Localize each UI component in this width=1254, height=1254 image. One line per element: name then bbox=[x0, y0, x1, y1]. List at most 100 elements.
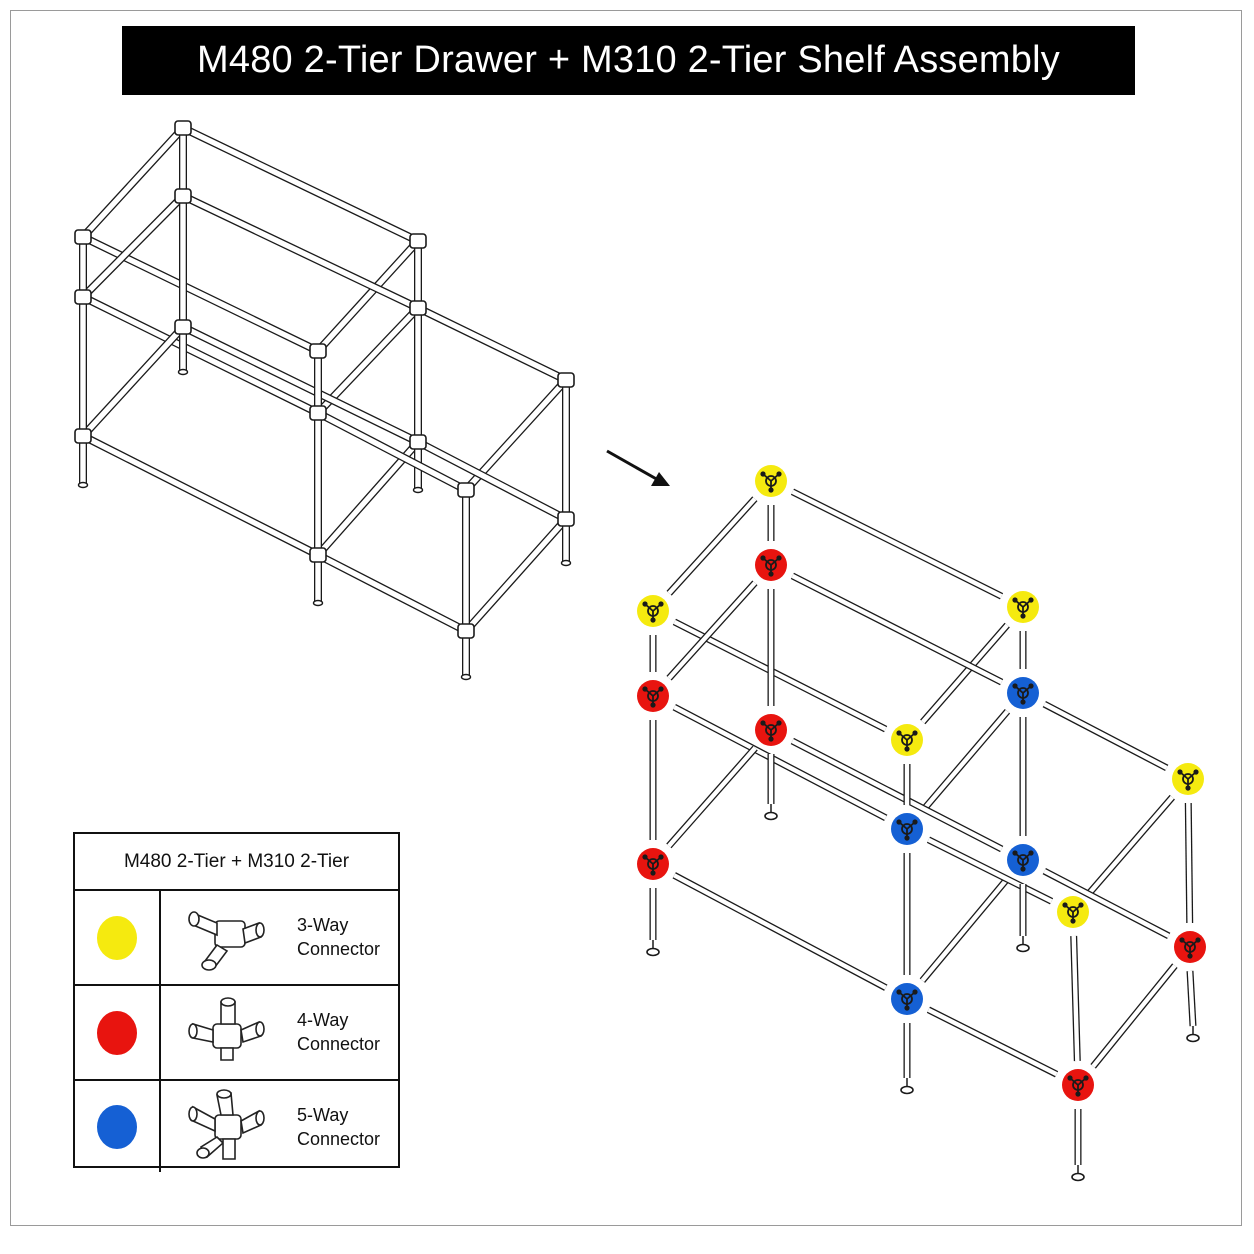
exploded-leg bbox=[1186, 970, 1197, 1027]
frame-foot bbox=[460, 673, 472, 681]
frame-joint bbox=[174, 188, 192, 204]
exploded-tube bbox=[672, 872, 888, 991]
exploded-tube bbox=[790, 488, 1004, 600]
red-connector-marker bbox=[637, 848, 669, 880]
frame-tube bbox=[181, 124, 420, 245]
frame-foot bbox=[560, 559, 572, 567]
frame-joint bbox=[457, 623, 475, 639]
red-swatch bbox=[97, 1010, 137, 1055]
exploded-tube bbox=[666, 745, 758, 849]
frame-joint bbox=[309, 547, 327, 563]
diagram-frame bbox=[10, 10, 1242, 1226]
frame-foot bbox=[312, 599, 324, 607]
frame-tube bbox=[463, 516, 569, 634]
exploded-tube bbox=[920, 622, 1010, 725]
leveling-foot bbox=[646, 947, 660, 957]
frame-tube bbox=[80, 324, 186, 439]
assembled-frame bbox=[74, 120, 575, 681]
leveling-foot bbox=[1016, 943, 1030, 953]
legend-row-5-way: 5-Way Connector bbox=[75, 1081, 398, 1172]
frame-joint bbox=[174, 319, 192, 335]
title-text: M480 2-Tier Drawer + M310 2-Tier Shelf A… bbox=[197, 39, 1060, 81]
blue-connector-marker bbox=[1007, 844, 1039, 876]
frame-tube bbox=[416, 438, 568, 523]
frame-joint bbox=[309, 405, 327, 421]
connector-legend: M480 2-Tier + M310 2-Tier 3-Way Connecto… bbox=[73, 832, 400, 1172]
exploded-tube bbox=[672, 704, 888, 821]
frame-tube bbox=[181, 323, 420, 446]
frame-joint bbox=[74, 229, 92, 245]
frame-tube bbox=[416, 304, 568, 384]
frame-tube bbox=[315, 305, 421, 416]
frame-tube bbox=[315, 238, 421, 354]
exploded-tube bbox=[1086, 794, 1175, 897]
3-way-connector-icon bbox=[188, 911, 265, 971]
exploded-tube bbox=[672, 618, 888, 733]
yellow-connector-marker bbox=[755, 465, 787, 497]
frame-joint bbox=[174, 120, 192, 136]
legend-label-line2: Connector bbox=[297, 939, 381, 959]
frame-tube bbox=[80, 125, 186, 240]
frame-joint bbox=[309, 343, 327, 359]
frame-joint bbox=[409, 233, 427, 249]
exploded-tube bbox=[1042, 700, 1169, 772]
red-connector-marker bbox=[1062, 1069, 1094, 1101]
frame-joint bbox=[74, 289, 92, 305]
blue-connector-marker bbox=[1007, 677, 1039, 709]
yellow-swatch bbox=[97, 915, 137, 960]
yellow-connector-marker bbox=[637, 595, 669, 627]
exploded-tube bbox=[1070, 935, 1081, 1062]
frame-foot bbox=[412, 486, 424, 494]
legend-label-line1: 5-Way bbox=[297, 1105, 349, 1125]
frame-tube bbox=[316, 409, 468, 494]
exploded-tube bbox=[926, 836, 1054, 905]
exploded-tube bbox=[926, 1006, 1059, 1078]
leveling-foot bbox=[1186, 1033, 1200, 1043]
frame-foot bbox=[177, 368, 189, 376]
frame-tube bbox=[81, 432, 320, 559]
legend-header: M480 2-Tier + M310 2-Tier bbox=[75, 834, 398, 891]
frame-tube bbox=[80, 193, 186, 300]
frame-tube bbox=[181, 192, 420, 312]
exploded-tube bbox=[1042, 867, 1171, 940]
yellow-connector-marker bbox=[1007, 591, 1039, 623]
exploded-tube bbox=[919, 708, 1011, 814]
frame-tube bbox=[81, 293, 320, 417]
frame-joint bbox=[409, 300, 427, 316]
page-title: M480 2-Tier Drawer + M310 2-Tier Shelf A… bbox=[122, 26, 1135, 95]
frame-joint bbox=[457, 482, 475, 498]
yellow-connector-marker bbox=[1057, 896, 1089, 928]
blue-swatch bbox=[97, 1104, 137, 1149]
5-way-connector-icon bbox=[188, 1089, 265, 1160]
blue-connector-marker bbox=[891, 983, 923, 1015]
red-connector-marker bbox=[1174, 931, 1206, 963]
leveling-foot bbox=[1071, 1172, 1085, 1182]
frame-joint bbox=[557, 511, 575, 527]
exploded-tube bbox=[666, 580, 758, 681]
legend-label-line2: Connector bbox=[297, 1129, 381, 1149]
exploded-tube bbox=[666, 496, 758, 596]
red-connector-marker bbox=[755, 714, 787, 746]
exploded-tube bbox=[919, 876, 1011, 983]
legend-label-line2: Connector bbox=[297, 1034, 381, 1054]
frame-joint bbox=[74, 428, 92, 444]
leveling-foot bbox=[900, 1085, 914, 1095]
legend-label-line1: 4-Way bbox=[297, 1010, 349, 1030]
yellow-connector-marker bbox=[1172, 763, 1204, 795]
red-connector-marker bbox=[637, 680, 669, 712]
exploded-tube bbox=[790, 572, 1004, 686]
exploded-tube bbox=[790, 737, 1004, 853]
direction-arrow bbox=[606, 449, 670, 486]
4-way-connector-icon bbox=[188, 997, 265, 1061]
red-connector-marker bbox=[755, 549, 787, 581]
frame-tube bbox=[316, 551, 468, 635]
leveling-foot bbox=[764, 811, 778, 821]
legend-row-4-way: 4-Way Connector bbox=[75, 986, 398, 1081]
legend-label-line1: 3-Way bbox=[297, 915, 349, 935]
legend-row-3-way: 3-Way Connector bbox=[75, 891, 398, 986]
frame-joint bbox=[409, 434, 427, 450]
yellow-connector-marker bbox=[891, 724, 923, 756]
blue-connector-marker bbox=[891, 813, 923, 845]
exploded-frame bbox=[637, 465, 1206, 1182]
